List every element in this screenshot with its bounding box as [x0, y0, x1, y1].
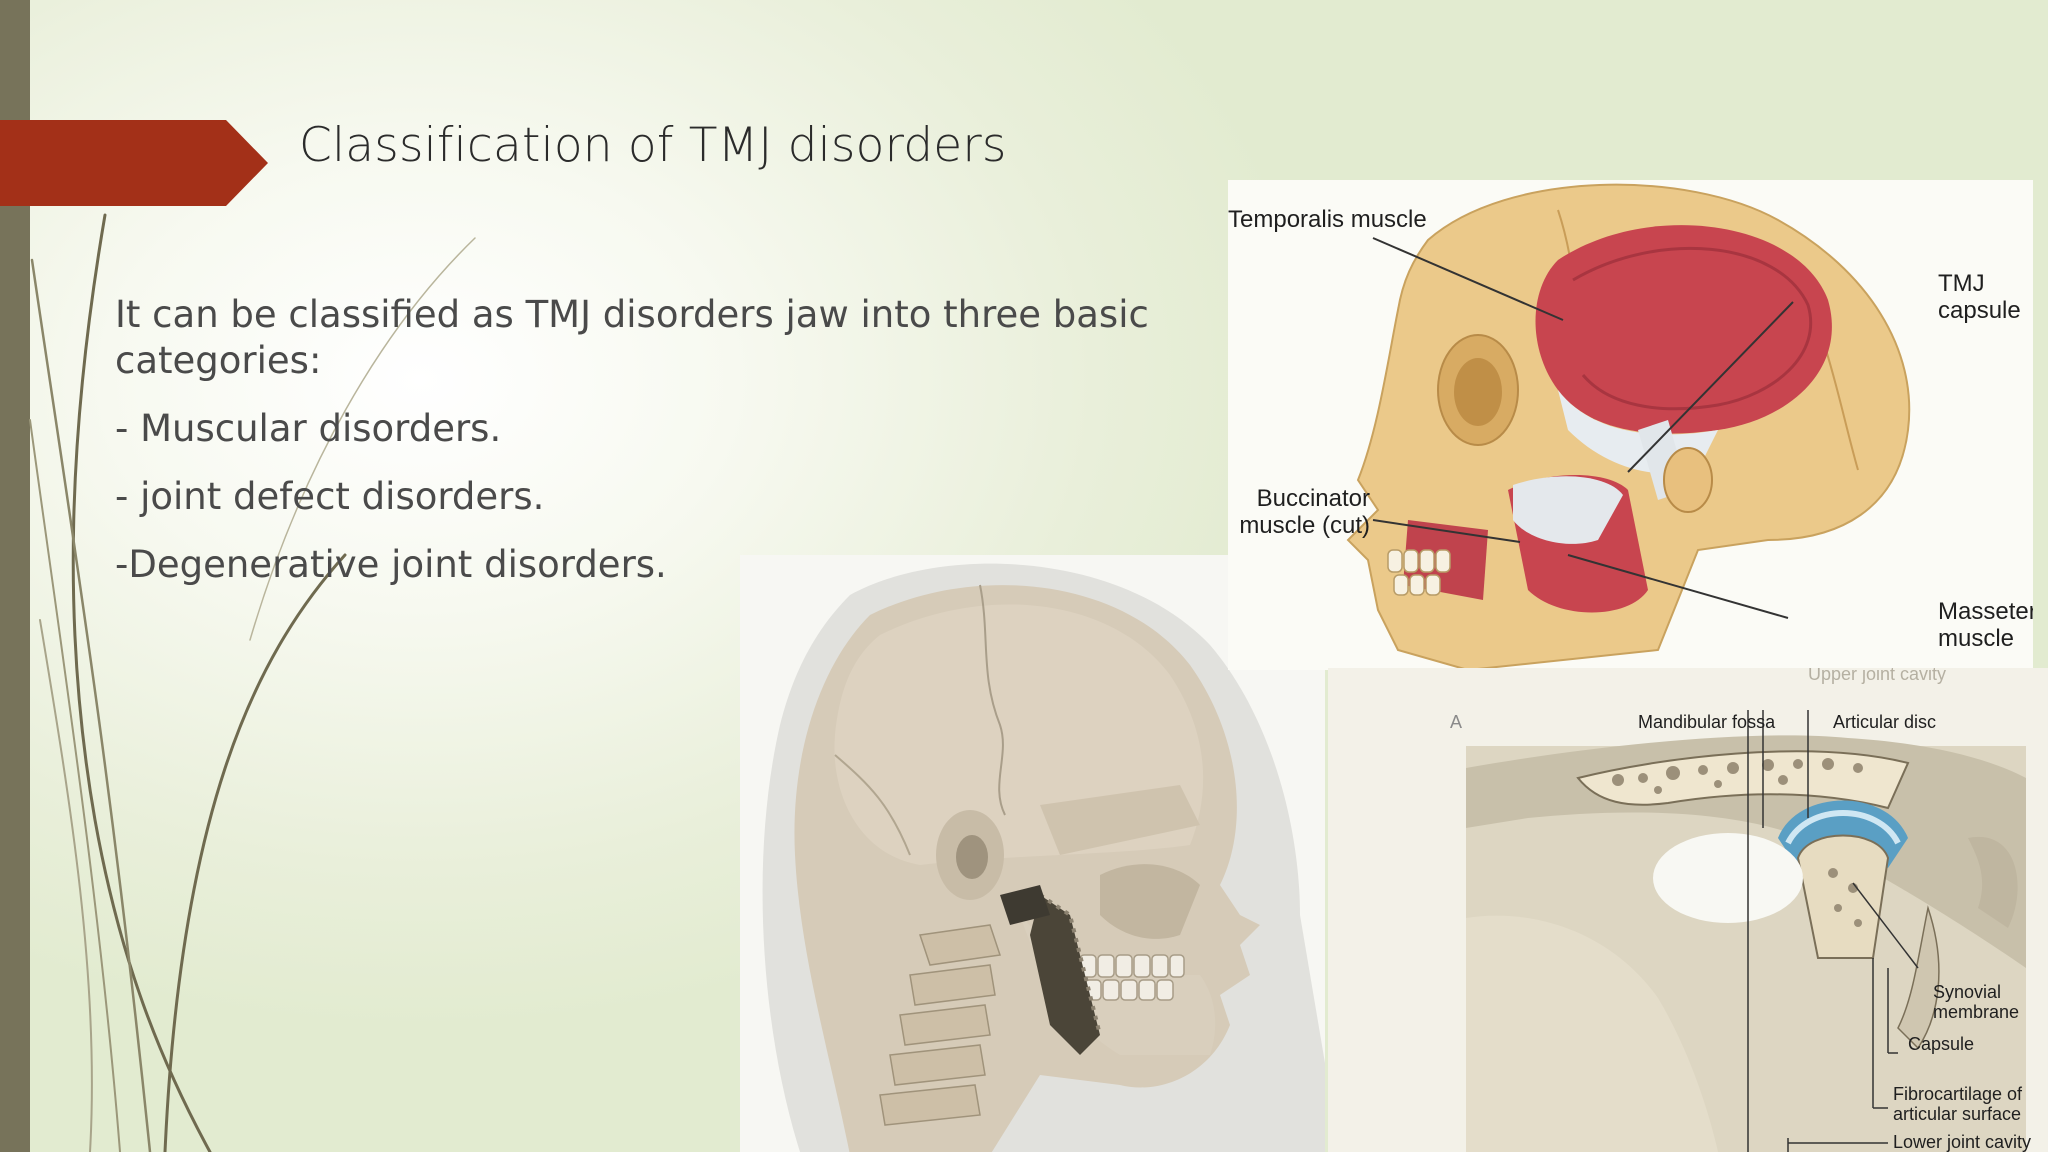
intro-text: It can be classified as TMJ disorders ja… — [115, 293, 1149, 382]
list-item: - joint defect disorders. — [115, 475, 545, 518]
label-tmj-capsule: TMJ capsule — [1938, 270, 2021, 324]
label-masseter: Masseter muscle — [1938, 598, 2033, 652]
tmj-cross-section-diagram: Upper joint cavity A Mandibular fossa Ar… — [1328, 668, 2048, 1152]
list-item: -Degenerative joint disorders. — [115, 543, 667, 586]
label-lower-joint-cavity: Lower joint cavity — [1893, 1132, 2032, 1152]
label-upper-joint-cavity: Upper joint cavity — [1808, 668, 1947, 684]
label-synovial-membrane: Synovial membrane — [1933, 982, 2020, 1022]
decorative-curves — [29, 213, 476, 1152]
label-mandibular-fossa: Mandibular fossa — [1638, 712, 1776, 732]
slide-body: It can be classified as TMJ disorders ja… — [115, 292, 1175, 588]
list-item: - Muscular disorders. — [115, 407, 502, 450]
label-articular-disc: Articular disc — [1833, 712, 1937, 732]
slide-title: Classification of TMJ disorders — [299, 118, 1007, 173]
label-temporalis: Temporalis muscle — [1228, 206, 1427, 233]
label-fibrocartilage: Fibrocartilage of articular surface — [1893, 1084, 2023, 1124]
title-arrow-shape — [0, 120, 268, 206]
skull-side-image — [740, 555, 1325, 1152]
label-panel-letter: A — [1450, 712, 1463, 732]
label-buccinator: Buccinator muscle (cut) — [1239, 485, 1370, 539]
label-capsule: Capsule — [1908, 1034, 1975, 1054]
temporalis-masseter-diagram: Temporalis muscle TMJ capsule Buccinator… — [1228, 180, 2033, 670]
